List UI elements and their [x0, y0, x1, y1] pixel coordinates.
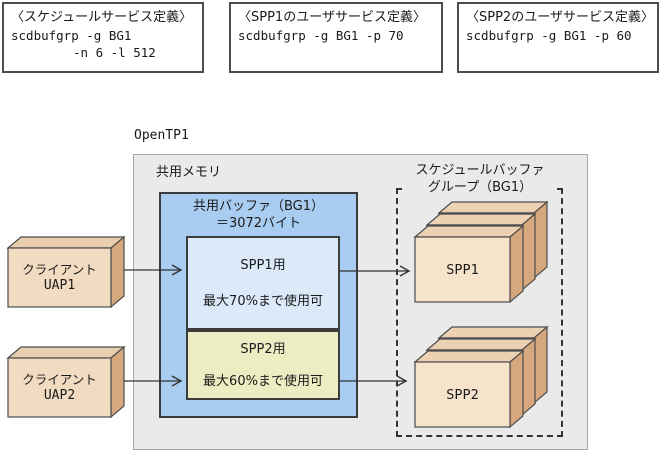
- shared-memory-label: 共用メモリ: [156, 165, 222, 180]
- client-uap2-label: クライアント UAP2: [8, 358, 111, 417]
- spp1-buffer-region: SPP1用 最大70%まで使用可: [186, 236, 340, 330]
- definition-code-line: scdbufgrp -g BG1 -p 70: [238, 28, 404, 43]
- spp1-stack-label: SPP1: [446, 261, 479, 278]
- definition-code-line: scdbufgrp -g BG1: [11, 28, 132, 43]
- definition-code-line: -n 6 -l 512: [73, 45, 156, 60]
- opentp1-label: OpenTP1: [134, 128, 189, 143]
- definition-box-spp1-user-service: 〈SPP1のユーザサービス定義〉 scdbufgrp -g BG1 -p 70: [229, 2, 443, 73]
- spp1-region-name: SPP1用: [240, 258, 286, 273]
- spp2-buffer-region: SPP2用 最大60%まで使用可: [186, 330, 340, 400]
- group-label-line1: スケジュールバッファ: [415, 163, 545, 178]
- definition-box-spp2-user-service: 〈SPP2のユーザサービス定義〉 scdbufgrp -g BG1 -p 60: [457, 2, 659, 73]
- client-uap1-label: クライアント UAP1: [8, 248, 111, 307]
- group-label-line2: グループ（BG1）: [427, 179, 533, 195]
- definition-title: 〈SPP1のユーザサービス定義〉: [238, 10, 426, 25]
- client-uap2-line1: クライアント: [22, 371, 97, 387]
- shared-buffer-title-line2: ＝3072バイト: [215, 216, 302, 231]
- spp2-stack-label: SPP2: [446, 386, 479, 403]
- client-uap2-box: [6, 345, 126, 419]
- spp1-buffer-stack: [413, 200, 549, 304]
- client-uap1-line2: UAP1: [43, 277, 76, 293]
- definition-title: 〈スケジュールサービス定義〉: [11, 10, 193, 25]
- spp2-buffer-stack: [413, 325, 549, 429]
- definition-code-line: scdbufgrp -g BG1 -p 60: [466, 28, 632, 43]
- definition-box-schedule-service: 〈スケジュールサービス定義〉 scdbufgrp -g BG1 -n 6 -l …: [2, 2, 204, 73]
- client-uap1-line1: クライアント: [22, 261, 97, 277]
- schedule-buffer-group-label: スケジュールバッファ グループ（BG1）: [406, 163, 554, 196]
- spp1-region-usage: 最大70%まで使用可: [203, 294, 323, 309]
- client-uap1-box: [6, 235, 126, 309]
- spp2-region-name: SPP2用: [240, 342, 286, 357]
- definition-title: 〈SPP2のユーザサービス定義〉: [466, 10, 654, 25]
- shared-buffer-title-line1: 共用バッファ（BG1）: [192, 199, 325, 214]
- client-uap2-line2: UAP2: [43, 387, 76, 403]
- spp2-region-usage: 最大60%まで使用可: [203, 374, 323, 389]
